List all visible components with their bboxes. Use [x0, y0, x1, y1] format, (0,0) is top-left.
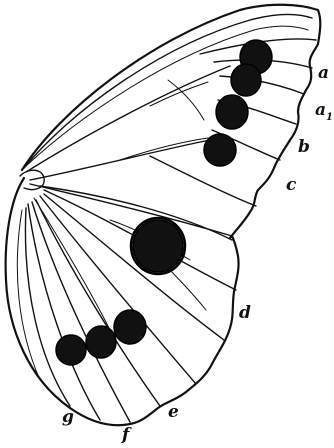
- forewing: [22, 5, 320, 238]
- label-f: f: [121, 425, 132, 445]
- label-g: g: [62, 407, 74, 427]
- labels: a a 1 b c d e f g: [62, 63, 333, 445]
- label-a1: a: [315, 100, 326, 120]
- eyespot-b: [216, 95, 248, 129]
- eyespot-g-3: [114, 310, 146, 344]
- eyespot-a1: [231, 64, 261, 96]
- eyespot-g-1: [56, 335, 86, 365]
- label-b: b: [298, 137, 310, 157]
- hindwing-outline: [6, 178, 239, 425]
- label-a: a: [318, 63, 329, 83]
- eyespot-c: [204, 134, 236, 166]
- eyespot-g-2: [86, 326, 116, 358]
- label-e: e: [168, 402, 179, 422]
- eyespot-large-d: [133, 220, 183, 272]
- label-a1-subscript: 1: [326, 112, 333, 123]
- forewing-eyespots: [204, 40, 272, 166]
- label-d: d: [239, 303, 251, 323]
- hindwing: [6, 170, 239, 425]
- label-c: c: [286, 175, 297, 195]
